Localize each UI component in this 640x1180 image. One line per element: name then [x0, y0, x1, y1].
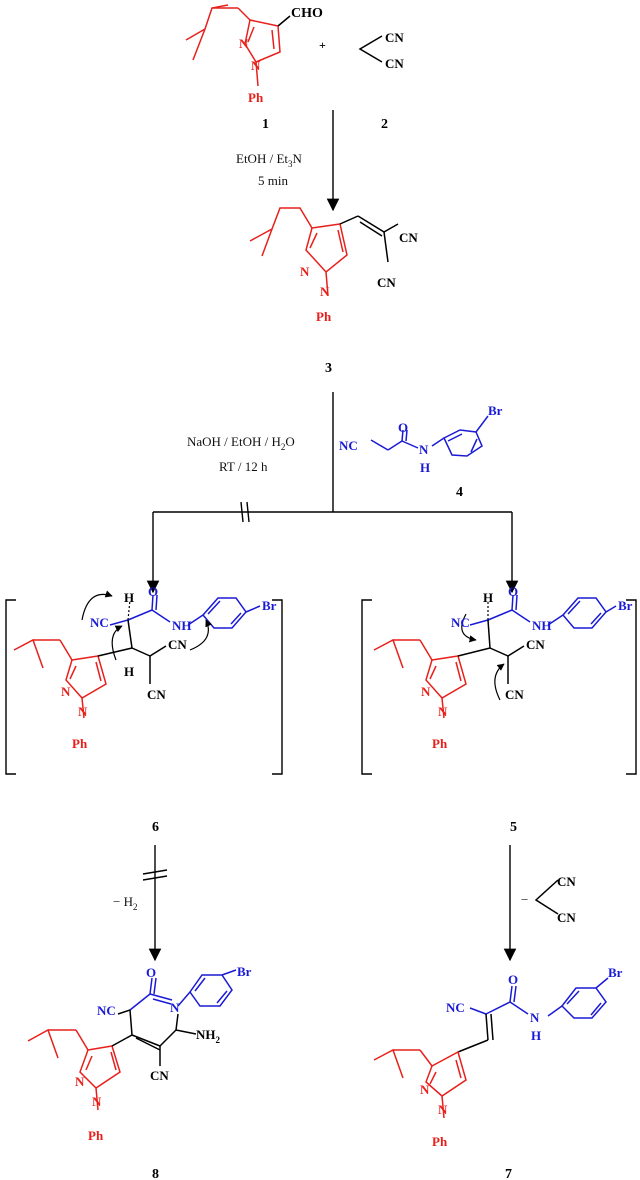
ph-label: Ph: [432, 1134, 448, 1149]
cho-label: CHO: [291, 6, 323, 21]
cn-label: CN: [147, 687, 166, 702]
compound-8: NC O N Br NH2 CN N N Ph: [27, 964, 252, 1143]
compound-2: CN CN: [358, 30, 404, 71]
n-label: N: [438, 704, 448, 719]
compound-7: NC O N H Br N N Ph: [373, 965, 623, 1149]
compound-number: 3: [325, 361, 332, 376]
cn-label: CN: [557, 874, 576, 889]
br-label: Br: [608, 965, 623, 980]
h-label: H: [420, 460, 430, 475]
intermediate-5: NC O NH Br H CN CN N N Ph: [361, 584, 637, 775]
compound-number: 4: [456, 485, 463, 500]
cn-label: CN: [377, 275, 396, 290]
n-label: N: [75, 1074, 85, 1089]
minus-sign: −: [521, 892, 528, 907]
n-label: N: [421, 684, 431, 699]
br-label: Br: [618, 598, 633, 613]
condition-text: EtOH / Et3N: [236, 151, 303, 169]
cn-label: CN: [385, 30, 404, 45]
n-label: N: [78, 704, 88, 719]
compound-number: 2: [381, 117, 388, 132]
compound-number: 1: [262, 117, 269, 132]
compound-4: NC O N H Br: [339, 403, 503, 475]
n-label: N: [530, 1010, 540, 1025]
cn-label: CN: [385, 56, 404, 71]
cn-label: CN: [505, 687, 524, 702]
compound-number: 7: [505, 1167, 512, 1180]
h-label: H: [483, 590, 493, 605]
compound-number: 5: [510, 820, 517, 835]
branch-arrows: [146, 501, 519, 594]
blocked-arrow: [142, 845, 168, 962]
br-label: Br: [488, 403, 503, 418]
o-label: O: [146, 965, 156, 980]
plus-sign: +: [319, 38, 326, 52]
ph-label: Ph: [248, 90, 264, 105]
n-label: N: [251, 58, 261, 73]
br-label: Br: [262, 598, 277, 613]
intermediate-6: NC O NH Br H H CN CN N N Ph: [5, 584, 283, 775]
cn-label: CN: [526, 637, 545, 652]
ph-label: Ph: [72, 736, 88, 751]
malononitrile-fragment: [534, 879, 559, 915]
n-label: N: [420, 1082, 430, 1097]
n-label: N: [170, 1000, 180, 1015]
compound-number: 8: [152, 1167, 159, 1180]
ph-label: Ph: [432, 736, 448, 751]
h-label: H: [531, 1028, 541, 1043]
cn-label: CN: [557, 910, 576, 925]
condition-text: RT / 12 h: [219, 459, 268, 474]
o-label: O: [398, 420, 408, 435]
nc-label: NC: [446, 1000, 465, 1015]
cn-label: CN: [168, 637, 187, 652]
condition-text: NaOH / EtOH / H2O: [187, 434, 295, 452]
o-label: O: [148, 584, 158, 599]
ph-label: Ph: [88, 1128, 104, 1143]
condition-text: 5 min: [258, 173, 288, 188]
compound-3: CN CN N N Ph: [249, 207, 418, 324]
o-label: O: [508, 584, 518, 599]
h-label: H: [124, 664, 134, 679]
cn-label: CN: [399, 230, 418, 245]
compound-number: 6: [152, 820, 159, 835]
n-label: N: [320, 284, 330, 299]
compound-1: CHO N N Ph: [185, 4, 323, 105]
h-label: H: [124, 590, 134, 605]
n-label: N: [438, 1102, 448, 1117]
nh-label: NH: [172, 618, 192, 633]
br-label: Br: [237, 964, 252, 979]
nh-label: NH: [532, 618, 552, 633]
n-label: N: [419, 442, 429, 457]
n-label: N: [300, 264, 310, 279]
nc-label: NC: [339, 438, 358, 453]
n-label: N: [61, 684, 71, 699]
n-label: N: [92, 1094, 102, 1109]
condition-text: − H2: [113, 894, 137, 912]
ph-label: Ph: [316, 309, 332, 324]
cn-label: CN: [150, 1068, 169, 1083]
nc-label: NC: [451, 615, 470, 630]
o-label: O: [508, 972, 518, 987]
nh2-label: NH2: [196, 1027, 221, 1045]
nc-label: NC: [97, 1003, 116, 1018]
n-label: N: [239, 36, 249, 51]
nc-label: NC: [90, 615, 109, 630]
